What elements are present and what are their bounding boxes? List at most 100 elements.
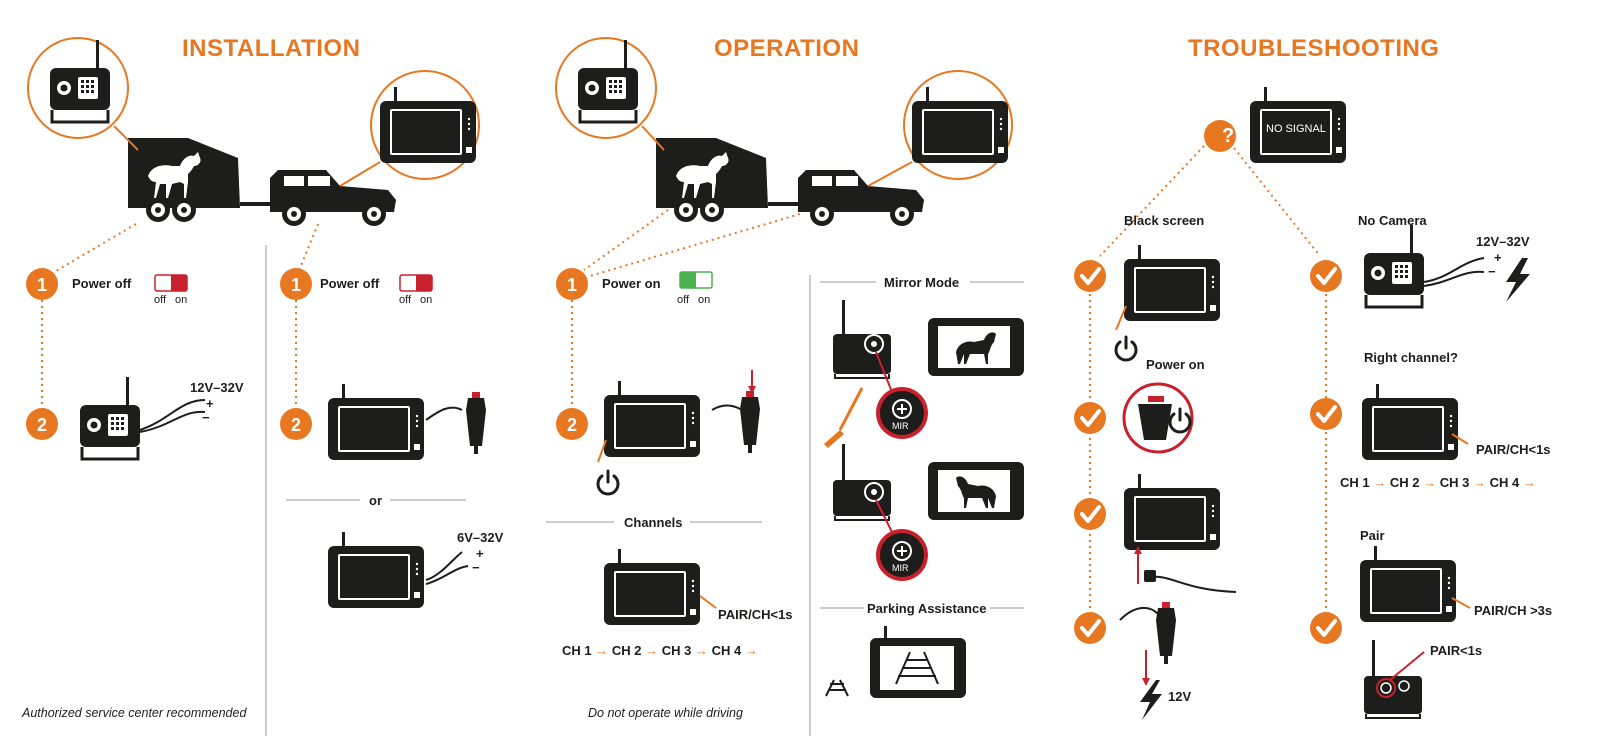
mir-button-icon: [875, 386, 929, 440]
mirror-camera-icon: [833, 300, 891, 379]
switch-off-label: off: [154, 294, 167, 306]
monitor-voltage-label: 6V–32V: [457, 530, 504, 545]
arrow-right-icon: →: [645, 643, 659, 658]
camera-voltage-label: 12V–32V: [190, 380, 244, 395]
right-channel-label: Right channel?: [1364, 350, 1458, 365]
switch-on-icon: [679, 271, 713, 289]
parking-lines-icon: [825, 679, 849, 697]
switch-off-label: off: [399, 294, 412, 306]
install-step1-label: Power off: [72, 276, 132, 291]
channel-label: CH 1: [562, 643, 592, 658]
monitor-icon: [1124, 245, 1220, 321]
install-step1-label-b: Power off: [320, 276, 380, 291]
monitor-icon: [604, 549, 700, 625]
parking-monitor-icon: [870, 626, 966, 698]
monitor-icon: [328, 532, 424, 608]
channel-label: CH 2: [611, 643, 642, 658]
switch-on-label: on: [698, 294, 711, 306]
question-mark: ?: [1222, 125, 1235, 147]
switch-off-icon: [399, 274, 433, 292]
channel-label: CH 3: [1439, 475, 1470, 490]
arrow-right-icon: →: [1522, 475, 1536, 490]
step-number: 1: [291, 275, 302, 295]
switch-off-label: off: [677, 294, 690, 306]
cigarette-plug-icon: [740, 391, 760, 453]
step-number: 2: [37, 415, 48, 435]
step-number: 2: [567, 415, 578, 435]
power-cable-icon: [1145, 575, 1237, 593]
check-icon: [1308, 610, 1344, 646]
pair-ch-label: PAIR/CH<1s: [1476, 442, 1551, 457]
monitor-icon: [1124, 474, 1220, 550]
monitor-icon: [604, 381, 700, 457]
parking-heading: Parking Assistance: [867, 601, 987, 616]
channels-heading: Channels: [624, 515, 683, 530]
troubleshooting-title: TROUBLESHOOTING: [1188, 35, 1440, 62]
polarity-label: −: [1488, 264, 1496, 279]
mirror-camera-icon: [833, 444, 891, 521]
polarity-label: +: [206, 396, 214, 411]
install-rig-illustration: [128, 138, 396, 226]
step-number: 1: [567, 275, 578, 295]
cigarette-plug-icon: [1156, 602, 1176, 664]
mir-button-icon: [875, 528, 929, 582]
mir-label: MIR: [892, 421, 909, 431]
arrow-right-icon: →: [695, 643, 708, 658]
polarity-label: +: [1494, 250, 1502, 265]
pair-ch-label: PAIR/CH<1s: [718, 607, 793, 622]
monitor-horse-left-icon: [928, 462, 1024, 520]
operation-footer: Do not operate while driving: [588, 706, 743, 720]
arrow-right-icon: →: [1373, 475, 1387, 490]
arrow-right-icon: →: [744, 643, 758, 658]
lightning-icon: [1140, 680, 1162, 720]
or-label: or: [369, 493, 382, 508]
switch-off-icon: [154, 274, 188, 292]
operation-title: OPERATION: [714, 35, 860, 62]
mirror-mode-heading: Mirror Mode: [884, 275, 960, 290]
check-icon: [1072, 610, 1108, 646]
power-icon: [1114, 335, 1138, 362]
camera-icon: [1362, 223, 1426, 309]
installation-title: INSTALLATION: [182, 35, 361, 62]
question-icon: [1204, 120, 1236, 152]
channel-label: CH 2: [1389, 475, 1420, 490]
channel-label: CH 4: [711, 643, 742, 658]
polarity-label: −: [472, 560, 480, 575]
check-icon: [1072, 258, 1108, 294]
check-icon: [1072, 400, 1108, 436]
camera-icon: [78, 375, 142, 461]
pair-heading: Pair: [1360, 528, 1385, 543]
channel-sequence: CH 1 → CH 2 → CH 3 → CH 4 →: [562, 643, 758, 658]
switch-on-label: on: [420, 294, 433, 306]
screwdriver-icon: [824, 387, 864, 448]
operation-rig-illustration: [656, 138, 924, 226]
channel-label: CH 4: [1489, 475, 1520, 490]
switch-on-label: on: [175, 294, 188, 306]
no-camera-label: No Camera: [1358, 213, 1427, 228]
power-icon: [596, 469, 620, 496]
polarity-label: −: [202, 410, 210, 425]
power-button-zoom-icon: [1122, 382, 1194, 454]
arrow-right-icon: →: [1473, 475, 1486, 490]
lightning-icon: [1506, 258, 1530, 302]
monitor-icon: [1360, 546, 1456, 622]
pair-ch-long-label: PAIR/CH >3s: [1474, 603, 1553, 618]
polarity-label: +: [476, 546, 484, 561]
camera-voltage-label: 12V–32V: [1476, 234, 1530, 249]
power-on-label: Power on: [1146, 357, 1205, 372]
arrow-right-icon: →: [1423, 475, 1437, 490]
pair-camera-icon: [1364, 640, 1422, 719]
install-footer: Authorized service center recommended: [22, 706, 247, 720]
step-number: 1: [37, 275, 48, 295]
monitor-icon: [328, 384, 424, 460]
channel-label: CH 3: [661, 643, 692, 658]
black-screen-label: Black screen: [1124, 213, 1205, 228]
voltage-12v-label: 12V: [1168, 689, 1192, 704]
operation-step1-label: Power on: [602, 276, 661, 291]
pair-short-label: PAIR<1s: [1430, 643, 1483, 658]
arrow-right-icon: →: [595, 643, 609, 658]
step-number: 2: [291, 415, 302, 435]
channel-sequence: CH 1 → CH 2 → CH 3 → CH 4 →: [1340, 475, 1536, 490]
monitor-horse-right-icon: [928, 318, 1024, 376]
